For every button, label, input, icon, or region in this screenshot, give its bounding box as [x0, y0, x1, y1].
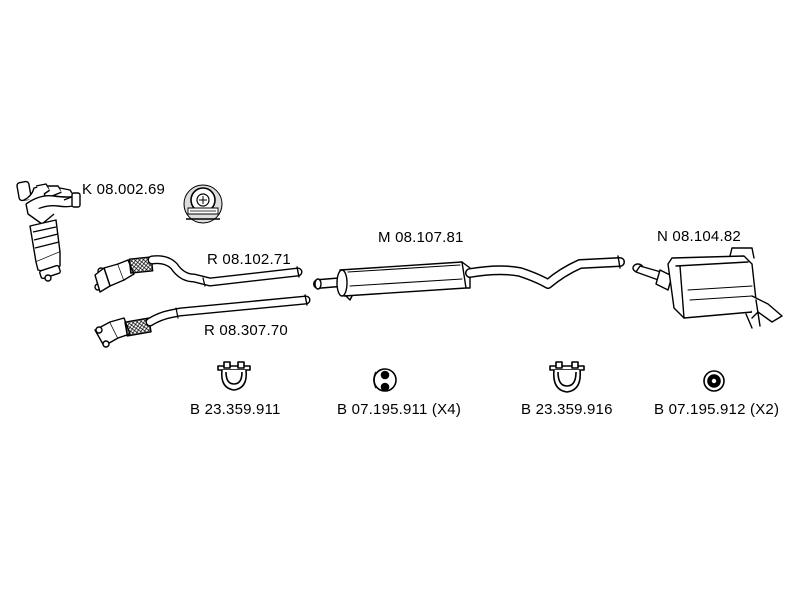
catalyst-manifold-illustration	[16, 180, 81, 282]
front-pipe-upper-illustration	[94, 255, 303, 293]
rear-silencer-part-code: N 08.104.82	[657, 228, 741, 245]
middle-silencer-part-code: M 08.107.81	[378, 229, 464, 246]
fitting-part-code: B 07.195.911 (X4)	[337, 401, 462, 418]
front-pipe-upper-part-code: R 08.102.71	[207, 251, 291, 268]
fitting-part-code: B 07.195.912 (X2)	[654, 401, 780, 418]
front-pipe-lower-illustration	[94, 294, 311, 348]
catalyst-part-code: K 08.002.69	[82, 181, 166, 198]
rubber-mount-icon	[703, 370, 725, 392]
pipe-clamp-icon	[217, 361, 251, 391]
front-pipe-lower-part-code: R 08.307.70	[204, 322, 288, 339]
rubber-ring-hanger-icon	[373, 368, 397, 392]
pipe-clamp-icon	[549, 361, 585, 393]
fitting-part-code: B 23.359.911	[190, 401, 281, 418]
certification-seal-icon	[183, 184, 223, 224]
middle-silencer-illustration	[313, 255, 625, 301]
rear-silencer-illustration	[632, 247, 783, 329]
fitting-part-code: B 23.359.916	[521, 401, 613, 418]
